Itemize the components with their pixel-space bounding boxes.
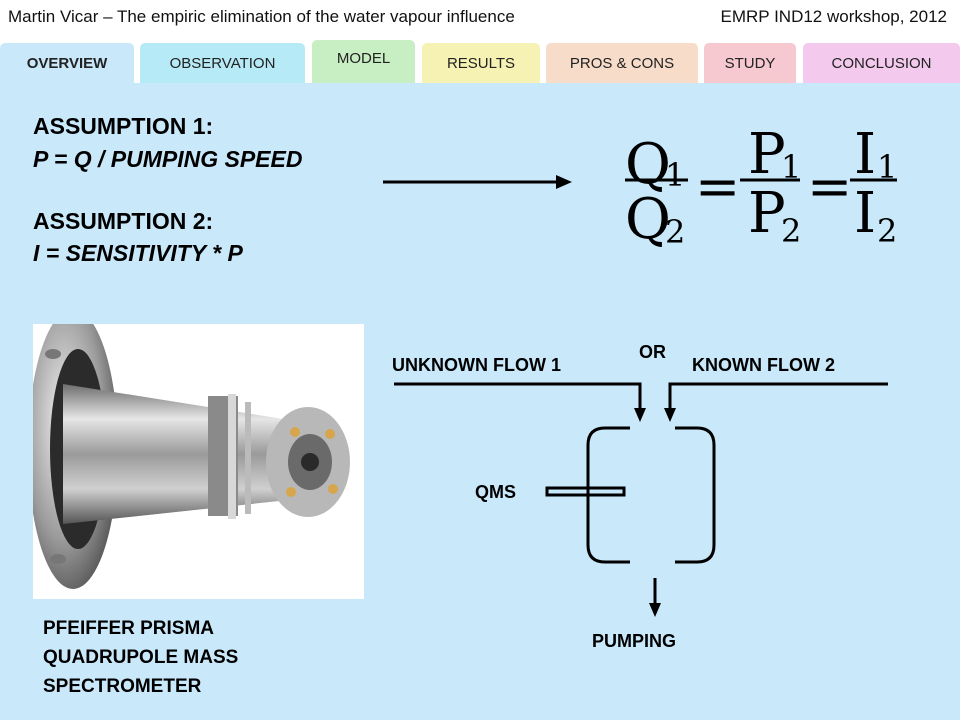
flow-1-line [394,382,642,412]
ratio-equation: Q 1 Q 2 = P 1 P 2 = I 1 I 2 [625,122,897,252]
arrow-right-icon [383,175,572,189]
flow-2-arrowhead-icon [664,408,676,422]
unknown-flow-label: UNKNOWN FLOW 1 [392,355,561,375]
tab-results[interactable]: RESULTS [422,43,540,83]
tab-model[interactable]: MODEL [312,40,415,83]
assumption-2-formula: I = SENSITIVITY * P [33,240,243,266]
eq-equals-1: = [695,155,740,218]
mass-spectrometer-photo [33,324,364,599]
eq-p1: P [748,122,786,187]
vacuum-flow-diagram [394,382,888,617]
flow-2-line [668,382,888,412]
pumping-label: PUMPING [592,631,677,651]
tab-pros-cons[interactable]: PROS & CONS [546,43,698,83]
tab-overview[interactable]: OVERVIEW [0,43,134,83]
caption-line-2: QUADRUPOLE MASS [43,647,239,668]
pumping-arrowhead-icon [649,603,661,617]
caption-line-1: PFEIFFER PRISMA [43,618,215,639]
eq-p1-sub: 1 [781,148,801,186]
eq-q2: Q [625,187,671,252]
flow-1-arrowhead-icon [634,408,646,422]
assumption-1-formula: P = Q / PUMPING SPEED [33,146,303,172]
eq-i1-sub: 1 [877,148,897,186]
eq-equals-2: = [807,155,852,218]
eq-q1: Q [625,132,671,197]
event-title: EMRP IND12 workshop, 2012 [720,7,947,26]
eq-p2: P [748,181,786,246]
photo-caption: PFEIFFER PRISMA QUADRUPOLE MASS SPECTROM… [43,614,238,701]
or-label: OR [639,342,666,362]
presentation-title: Martin Vicar – The empiric elimination o… [8,7,515,26]
assumption-1-title: ASSUMPTION 1: [33,113,214,139]
tab-study[interactable]: STUDY [704,43,796,83]
tab-conclusion[interactable]: CONCLUSION [803,43,960,83]
eq-q2-sub: 2 [665,213,685,251]
chamber-right-wall [675,426,716,564]
qms-label: QMS [475,482,517,502]
eq-i2-sub: 2 [877,212,897,250]
eq-p2-sub: 2 [781,212,801,250]
caption-line-3: SPECTROMETER [43,676,202,697]
spectrometer-illustration [33,324,350,589]
known-flow-label: KNOWN FLOW 2 [692,355,835,375]
eq-i2: I [854,181,876,246]
eq-q1-sub: 1 [665,156,685,194]
eq-i1: I [854,122,876,187]
tab-observation[interactable]: OBSERVATION [140,43,305,83]
qms-probe [545,486,626,497]
assumption-2-title: ASSUMPTION 2: [33,208,214,234]
